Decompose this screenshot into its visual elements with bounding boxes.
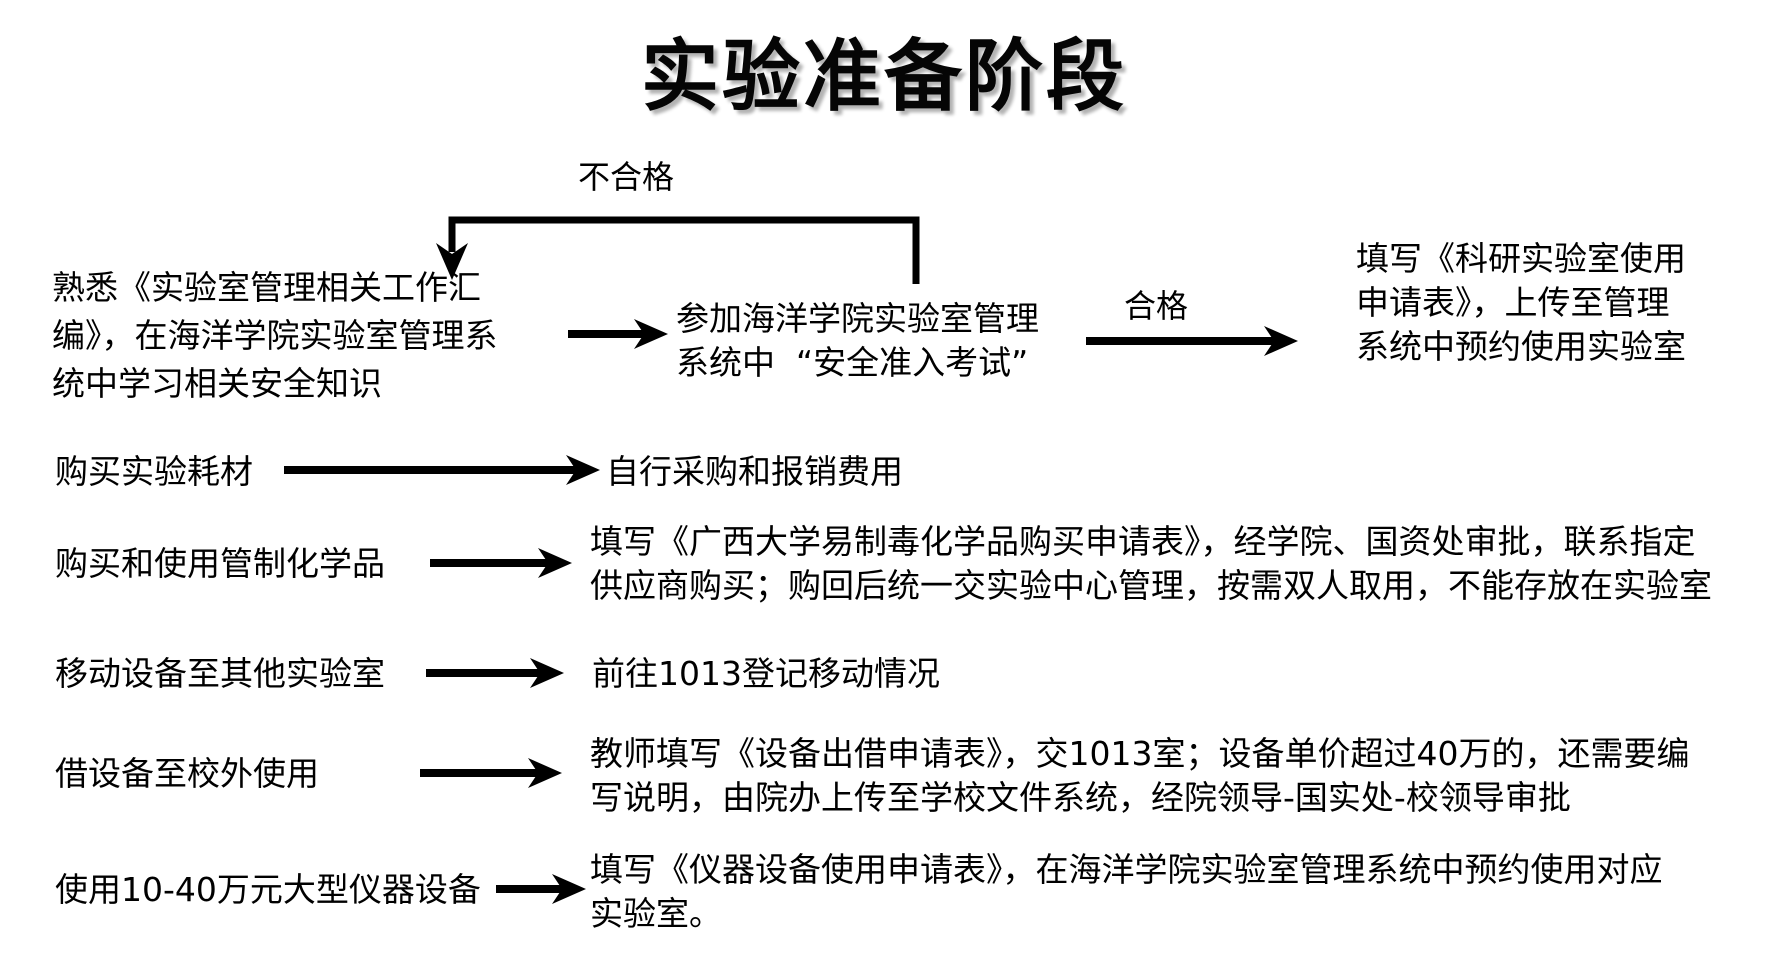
feedback-loop-arrow — [436, 216, 920, 284]
step-study-line: 统中学习相关安全知识 — [52, 364, 382, 403]
row-label-lend-equipment: 借设备至校外使用 — [55, 754, 319, 793]
arrow-row-large-instruments — [496, 874, 586, 904]
row-label-move-equipment: 移动设备至其他实验室 — [55, 654, 385, 693]
result-line: 写说明，由院办上传至学校文件系统，经院领导-国实处-校领导审批 — [590, 778, 1571, 817]
result-line: 自行采购和报销费用 — [606, 452, 903, 491]
step-exam-line: 系统中 “安全准入考试” — [676, 343, 1029, 382]
row-result-move-equipment: 前往1013登记移动情况 — [592, 652, 940, 696]
row-label-large-instruments: 使用10-40万元大型仪器设备 — [55, 870, 481, 909]
fail-label: 不合格 — [578, 158, 675, 196]
step-apply-text: 填写《科研实验室使用 申请表》，上传至管理 系统中预约使用实验室 — [1356, 237, 1686, 369]
result-line: 实验室。 — [590, 894, 722, 933]
step-apply-line: 系统中预约使用实验室 — [1356, 327, 1686, 366]
arrow-row-consumables — [284, 455, 600, 485]
row-label-chemicals: 购买和使用管制化学品 — [55, 544, 385, 583]
step-exam-line: 参加海洋学院实验室管理 — [676, 299, 1039, 338]
arrow-row-lend-equipment — [420, 758, 562, 788]
arrow-exam-to-apply — [1086, 326, 1298, 356]
step-study-line: 编》，在海洋学院实验室管理系 — [52, 316, 498, 355]
page-title: 实验准备阶段 — [640, 32, 1127, 122]
row-result-large-instruments: 填写《仪器设备使用申请表》，在海洋学院实验室管理系统中预约使用对应 实验室。 — [590, 848, 1663, 936]
step-apply-line: 填写《科研实验室使用 — [1356, 239, 1686, 278]
result-line: 教师填写《设备出借申请表》，交1013室；设备单价超过40万的，还需要编 — [590, 734, 1690, 773]
result-line: 填写《广西大学易制毒化学品购买申请表》，经学院、国资处审批，联系指定 — [590, 522, 1696, 561]
arrow-row-move-equipment — [426, 658, 564, 688]
arrow-row-chemicals — [430, 548, 572, 578]
result-line: 供应商购买；购回后统一交实验中心管理，按需双人取用，不能存放在实验室 — [590, 566, 1712, 605]
row-result-lend-equipment: 教师填写《设备出借申请表》，交1013室；设备单价超过40万的，还需要编 写说明… — [590, 732, 1689, 820]
pass-label: 合格 — [1124, 287, 1189, 325]
step-apply-line: 申请表》，上传至管理 — [1356, 283, 1670, 322]
result-line: 前往1013登记移动情况 — [592, 654, 940, 693]
result-line: 填写《仪器设备使用申请表》，在海洋学院实验室管理系统中预约使用对应 — [590, 850, 1663, 889]
row-result-consumables: 自行采购和报销费用 — [606, 450, 903, 494]
step-study-text: 熟悉《实验室管理相关工作汇 编》，在海洋学院实验室管理系 统中学习相关安全知识 — [52, 264, 498, 408]
row-label-consumables: 购买实验耗材 — [55, 452, 253, 491]
arrow-study-to-exam — [568, 319, 668, 349]
step-study-line: 熟悉《实验室管理相关工作汇 — [52, 268, 481, 307]
step-exam-text: 参加海洋学院实验室管理 系统中 “安全准入考试” — [676, 297, 1039, 385]
row-result-chemicals: 填写《广西大学易制毒化学品购买申请表》，经学院、国资处审批，联系指定 供应商购买… — [590, 520, 1712, 608]
